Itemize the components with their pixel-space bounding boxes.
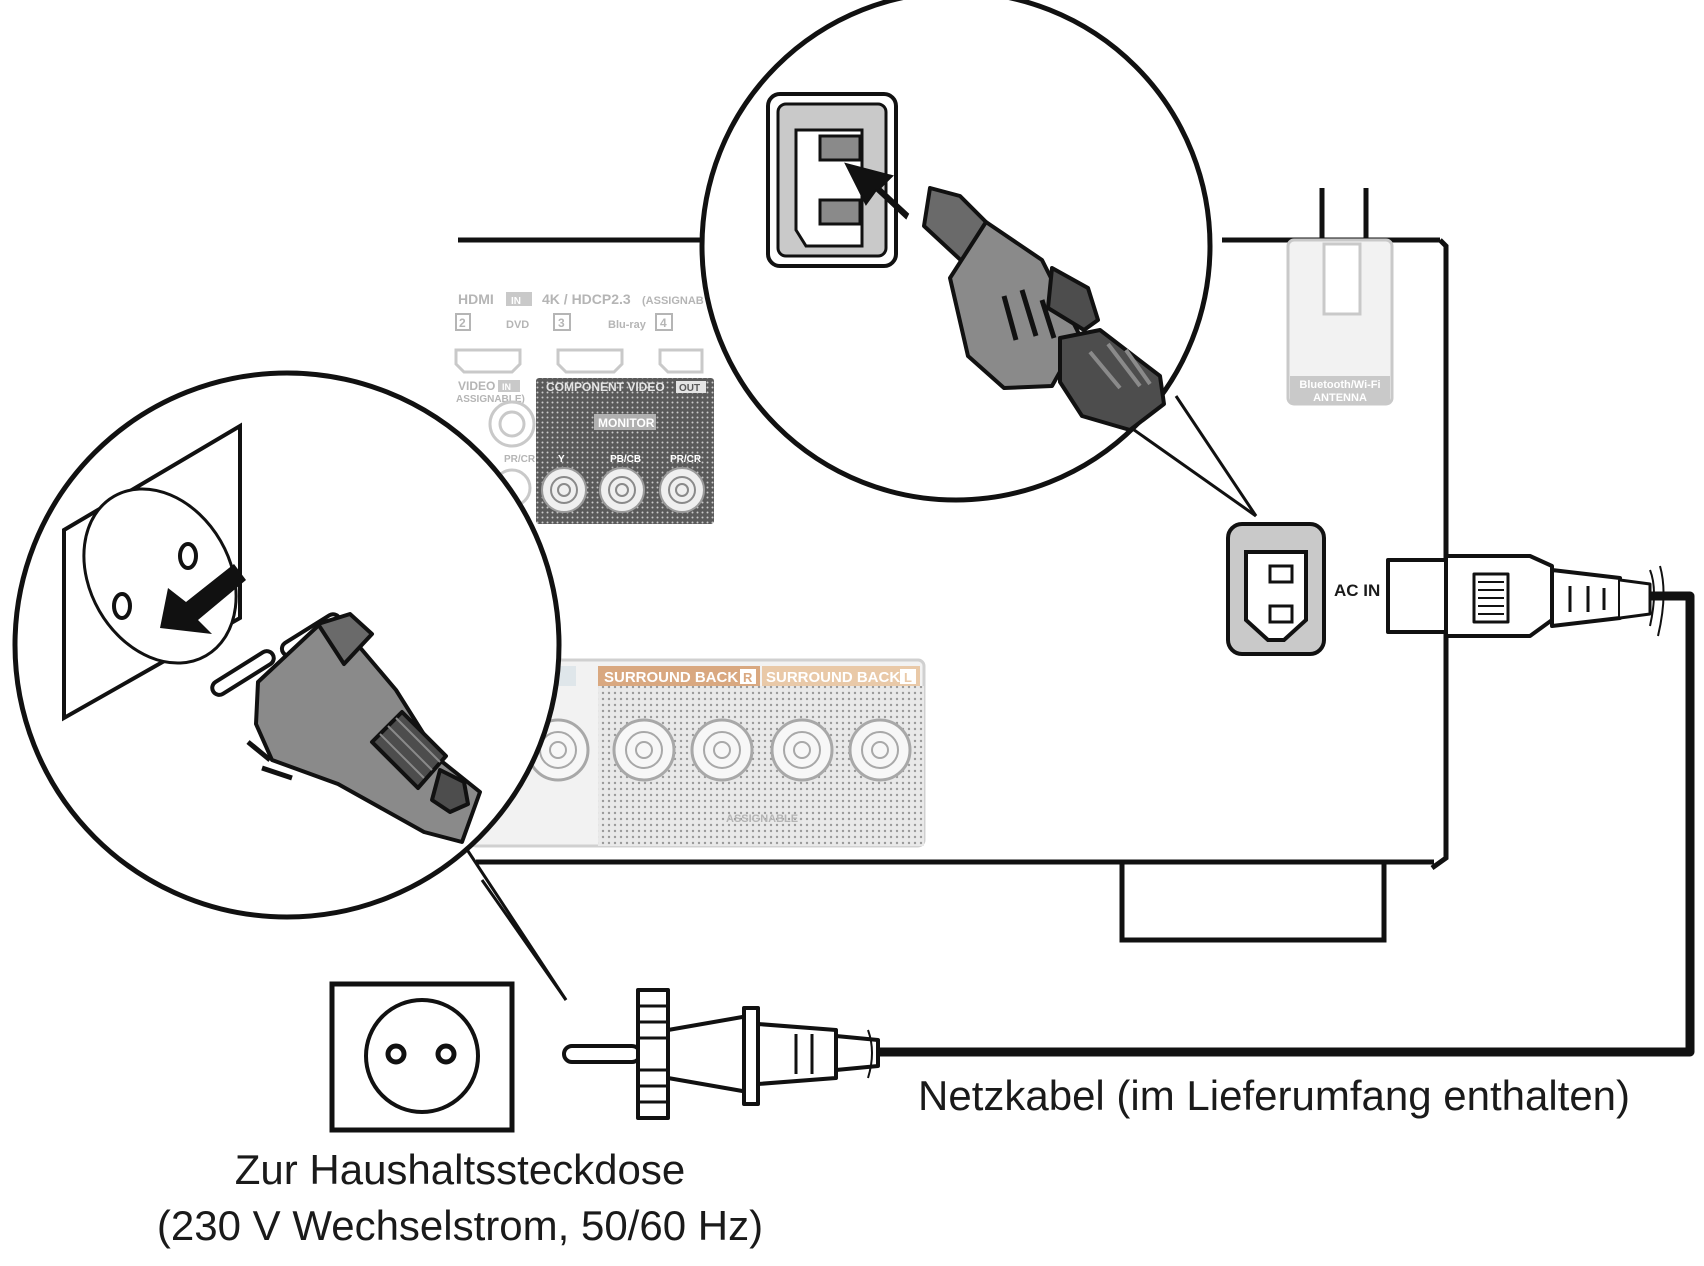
schuko-plug [562,988,880,1120]
hdmi-in-label: IN [511,296,521,307]
iec-plug [1386,554,1665,638]
antenna-label-line1: Bluetooth/Wi-Fi [1299,379,1380,391]
wall-socket-caption: Zur Haushaltssteckdose (230 V Wechselstr… [140,1142,780,1254]
surround-back-l-mark: L [904,670,912,685]
monitor-label: MONITOR [598,416,655,430]
hdcp-label: 4K / HDCP2.3 [542,291,631,307]
power-cable [878,591,1695,1057]
insert-arrow-icon [844,162,910,220]
hdmi-input-bluray: Blu-ray [608,319,647,331]
antenna: Bluetooth/Wi-Fi ANTENNA [1286,238,1394,406]
callout-lines [464,395,1258,1001]
hdmi-component-area: HDMI IN 4K / HDCP2.3 (ASSIGNAB 2 DVD 3 B… [454,291,714,524]
component-out-label: OUT [679,383,700,394]
hdmi-label: HDMI [458,291,494,307]
video-assignable-label: ASSIGNABLE) [456,394,525,405]
zoom-circle-socket [12,370,562,920]
pr-cr-partial-label: PR/CR [504,454,536,465]
surround-back-area: SURROUND BACK R SURROUND BACK L ASSIGNAB… [468,658,926,848]
speaker-assignable-label: ASSIGNABLE [726,813,798,825]
hdmi-assignable-label: (ASSIGNAB [642,295,704,307]
component-pr-label: PR/CR [670,454,702,465]
hdmi-input-2: 2 [459,316,466,330]
insert-socket-arrow-icon [160,564,246,634]
component-jacks [541,467,705,513]
hdmi-port [454,348,704,374]
antenna-label-line2: ANTENNA [1313,392,1367,404]
ac-inlet [1226,522,1326,656]
video-label: VIDEO [458,379,495,393]
wall-socket [329,981,515,1133]
ac-in-label: AC IN [1334,581,1380,600]
wall-socket-caption-line1: Zur Haushaltssteckdose [234,1146,686,1193]
power-cable-caption: Netzkabel (im Lieferumfang enthalten) [918,1072,1631,1119]
wall-socket-caption-line2: (230 V Wechselstrom, 50/60 Hz) [156,1202,764,1249]
component-pb-label: PB/CB [610,454,641,465]
hdmi-input-4: 4 [660,316,667,330]
surround-back-r-label: SURROUND BACK [604,669,738,686]
video-in-label: IN [502,382,511,392]
receiver-outline [458,188,1449,943]
hdmi-input-dvd: DVD [506,319,529,331]
surround-back-l-label: SURROUND BACK [766,669,900,686]
component-y-label: Y [558,454,565,465]
component-video-label: COMPONENT VIDEO [546,380,665,394]
zoom-circle-inlet [699,0,1213,503]
hdmi-input-3: 3 [558,316,565,330]
surround-back-r-mark: R [743,670,753,685]
